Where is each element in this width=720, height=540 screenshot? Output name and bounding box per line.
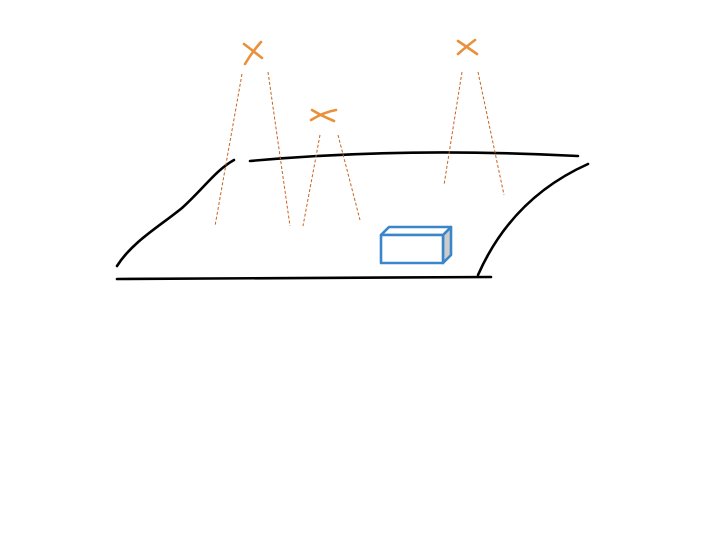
beam-line [337,134,361,221]
beam-line [267,71,291,227]
sensor-cross-icon [309,108,338,123]
beam-line [477,71,505,196]
sensor-cross-icon [456,38,479,56]
box-object-icon [379,225,453,265]
beam-line [302,134,321,227]
sensor-beams [214,71,505,227]
ground-bottom-edge [115,275,493,281]
beam-line [214,73,243,227]
ground-right-edge [476,162,590,277]
ground-plane [115,151,590,281]
sensor-cross-icon [242,40,264,66]
ground-left-edge [115,158,236,268]
beam-line [443,71,463,186]
ground-top-edge [248,151,580,163]
